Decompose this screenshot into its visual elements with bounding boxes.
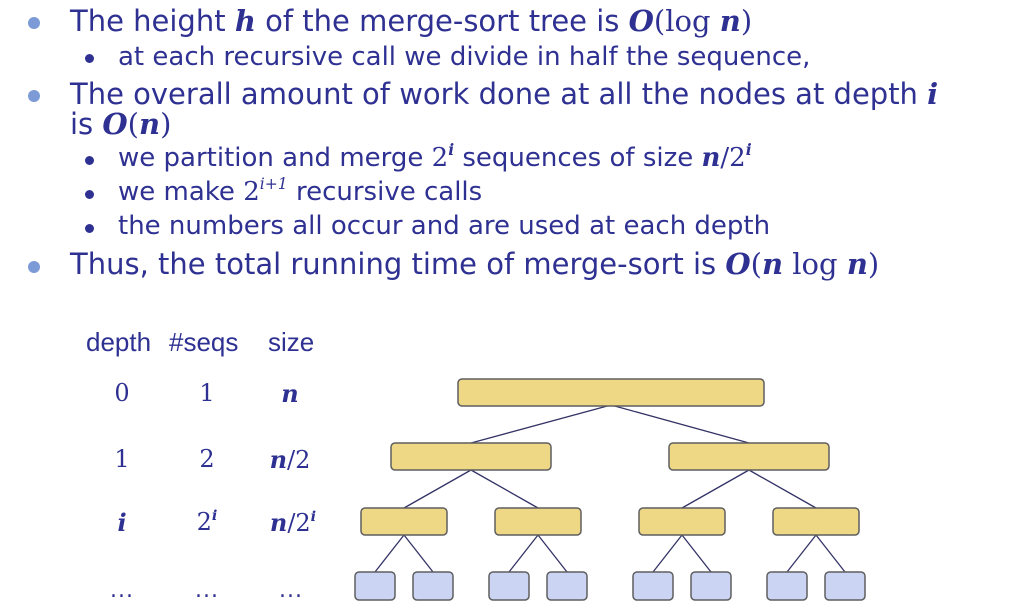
leaf-node <box>632 571 674 601</box>
seqs-cell: 2 <box>199 445 215 473</box>
leaf-node <box>766 571 808 601</box>
leaf-node <box>354 571 396 601</box>
leaf-node <box>412 571 454 601</box>
tree-edge <box>537 534 568 573</box>
size-cell: n/2 <box>269 445 311 474</box>
tree-edge <box>470 469 539 509</box>
tree-edge <box>403 469 472 509</box>
tree-edge <box>508 534 539 573</box>
bullet-work-line2: is O(n) <box>70 107 172 141</box>
level2-node <box>360 507 448 536</box>
bullet-work-line1: The overall amount of work done at all t… <box>70 77 939 111</box>
tree-edge <box>403 534 434 573</box>
sub-bullet-marker <box>85 54 94 63</box>
sub-bullet-marker <box>85 156 94 165</box>
sub-bullet-calls: we make 2i+1 recursive calls <box>118 175 483 207</box>
seqs-cell: 1 <box>199 379 215 407</box>
tree-edge <box>470 404 612 444</box>
tree-edge <box>681 469 750 509</box>
level2-node <box>494 507 582 536</box>
bullet-marker <box>28 90 40 102</box>
sub-bullet-marker <box>85 224 94 233</box>
level1-node <box>390 442 552 471</box>
sub-bullet-partition: we partition and merge 2i sequences of s… <box>118 140 752 173</box>
tree-edge <box>748 469 817 509</box>
tree-edge <box>374 534 405 573</box>
size-cell: ... <box>279 578 303 603</box>
leaf-node <box>546 571 588 601</box>
level2-node <box>638 507 726 536</box>
tree-edge <box>681 534 712 573</box>
sub-bullet-divide: at each recursive call we divide in half… <box>118 42 811 72</box>
seqs-cell: ... <box>195 578 219 603</box>
bullet-marker <box>28 261 40 273</box>
bullet-total-time: Thus, the total running time of merge-so… <box>70 247 880 281</box>
level1-node <box>668 442 830 471</box>
tree-edge <box>815 534 846 573</box>
level2-node <box>772 507 860 536</box>
size-cell: n <box>281 379 299 408</box>
root-node <box>457 378 765 407</box>
sub-bullet-marker <box>85 190 94 199</box>
leaf-node <box>824 571 866 601</box>
sub-bullet-numbers: the numbers all occur and are used at ea… <box>118 211 771 241</box>
depth-cell: 1 <box>114 445 130 473</box>
bullet-marker <box>28 17 40 29</box>
header-depth: depth <box>86 327 152 357</box>
size-cell: n/2i <box>269 507 317 537</box>
leaf-node <box>690 571 732 601</box>
leaf-node <box>488 571 530 601</box>
header-size: size <box>268 327 315 357</box>
seqs-cell: 2i <box>196 506 218 536</box>
depth-cell: 0 <box>114 379 130 407</box>
tree-edge <box>652 534 683 573</box>
depth-cell: ... <box>110 578 134 603</box>
depth-cell: i <box>117 508 127 537</box>
header-seqs: #seqs <box>169 327 239 357</box>
tree-edge <box>786 534 817 573</box>
tree-edge <box>610 404 750 444</box>
bullet-height: The height h of the merge-sort tree is O… <box>70 4 753 38</box>
